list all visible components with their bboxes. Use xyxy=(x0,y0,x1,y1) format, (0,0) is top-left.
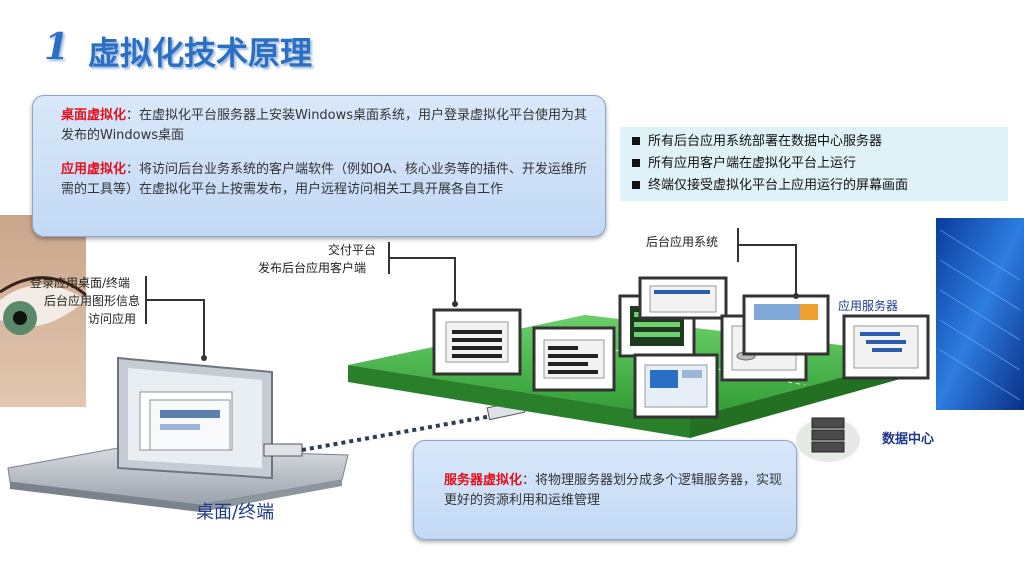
delivery-platform-label: 交付平台 xyxy=(328,243,377,257)
desktop-virtualization-term: 桌面虚拟化 xyxy=(61,108,127,123)
app-window-5 xyxy=(633,353,719,419)
app-window-7 xyxy=(742,294,830,356)
bullet-box: 所有后台应用系统部署在数据中心服务器 所有应用客户端在虚拟化平台上运行 终端仅接… xyxy=(620,127,1008,201)
eye-image xyxy=(0,215,87,407)
user-label-line1: 登录应用桌面/终端 xyxy=(30,276,131,290)
datacenter-label: 数据中心 xyxy=(882,432,935,447)
bullet-square-icon xyxy=(632,180,640,189)
bullet-square-icon xyxy=(632,158,640,167)
app-virtualization-term: 应用虚拟化 xyxy=(61,162,127,177)
bullet-text: 终端仅接受虚拟化平台上应用运行的屏幕画面 xyxy=(648,178,909,193)
connector-lines xyxy=(145,228,797,358)
user-label-line2: 后台应用图形信息 xyxy=(44,294,141,308)
app-window-4 xyxy=(638,276,728,320)
page-title: 虚拟化技术原理 xyxy=(88,34,313,72)
server-virtualization-term: 服务器虚拟化 xyxy=(444,473,523,488)
app-virtualization-paragraph: 应用虚拟化：将访问后台业务系统的客户端软件（例如OA、核心业务等的插件、开发运维… xyxy=(61,160,591,200)
publish-client-label: 发布后台应用客户端 xyxy=(258,261,367,275)
app-window-2 xyxy=(532,326,616,392)
bullet-square-icon xyxy=(632,136,640,145)
bullet-text: 所有后台应用系统部署在数据中心服务器 xyxy=(648,134,883,149)
app-server-label: 应用服务器 xyxy=(838,299,899,313)
app-window-8 xyxy=(842,314,930,380)
app-virtualization-text: ：将访问后台业务系统的客户端软件（例如OA、核心业务等的插件、开发运维所需的工具… xyxy=(61,162,587,197)
backend-apps-label: 后台应用系统 xyxy=(646,235,719,249)
desc-callout: 桌面虚拟化：在虚拟化平台服务器上安装Windows桌面系统，用户登录虚拟化平台使… xyxy=(32,95,606,237)
desktop-virtualization-paragraph: 桌面虚拟化：在虚拟化平台服务器上安装Windows桌面系统，用户登录虚拟化平台使… xyxy=(61,106,591,146)
bullet-item: 终端仅接受虚拟化平台上应用运行的屏幕画面 xyxy=(632,175,1008,197)
user-label-line3: 访问应用 xyxy=(88,312,137,326)
bullet-item: 所有应用客户端在虚拟化平台上运行 xyxy=(632,153,1008,175)
terminal-monitor xyxy=(117,356,303,480)
app-window-1 xyxy=(432,308,522,376)
server-virtualization-text: ：将物理服务器划分成多个逻辑服务器，实现更好的资源利用和运维管理 xyxy=(444,473,783,508)
bullet-item: 所有后台应用系统部署在数据中心服务器 xyxy=(632,131,1008,153)
bullet-text: 所有应用客户端在虚拟化平台上运行 xyxy=(648,156,857,171)
network-link xyxy=(301,414,493,452)
datacenter-texture-image xyxy=(936,218,1024,410)
server-virtualization-callout: 服务器虚拟化：将物理服务器划分成多个逻辑服务器，实现更好的资源利用和运维管理 xyxy=(413,440,797,540)
terminal-label: 桌面/终端 xyxy=(196,502,275,523)
datacenter-server-icon xyxy=(796,417,860,462)
slide-number: 1 xyxy=(44,26,70,68)
desktop-virtualization-text: ：在虚拟化平台服务器上安装Windows桌面系统，用户登录虚拟化平台使用为其发布… xyxy=(61,108,588,143)
